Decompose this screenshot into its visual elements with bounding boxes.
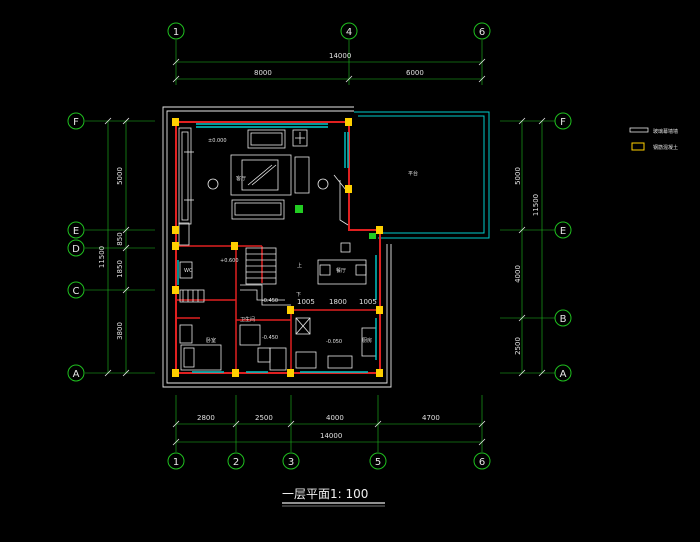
dim-bottom-3: 4000 bbox=[326, 414, 344, 422]
axis-bottom-6: 6 bbox=[479, 457, 485, 468]
dim-left-1: 5000 bbox=[116, 167, 124, 185]
inner-dim-2: 1800 bbox=[329, 298, 347, 306]
axis-top-6: 6 bbox=[479, 27, 485, 38]
level-corridor: -0.450 bbox=[262, 298, 278, 304]
dim-left-2: 850 bbox=[116, 232, 124, 245]
dim-right-1: 5000 bbox=[514, 167, 522, 185]
axis-right-F: F bbox=[560, 117, 566, 128]
level-stair-landing: +0.600 bbox=[220, 258, 239, 264]
dimension-ticks bbox=[104, 58, 546, 446]
stair-up-label: 上 bbox=[297, 262, 302, 269]
room-living: 客厅 bbox=[236, 175, 246, 182]
level-bath: -0.450 bbox=[262, 335, 278, 341]
inner-dim-3: 1005 bbox=[359, 298, 377, 306]
axis-left-D: D bbox=[72, 244, 80, 255]
outer-slab-edge bbox=[162, 106, 392, 388]
dim-top-total: 14000 bbox=[329, 52, 351, 60]
axis-grid-lines bbox=[85, 40, 555, 452]
room-bedroom: 卧室 bbox=[206, 337, 216, 344]
room-dining: 餐厅 bbox=[336, 267, 346, 274]
dim-bottom-total: 14000 bbox=[320, 432, 342, 440]
axis-bottom-3: 3 bbox=[288, 457, 294, 468]
level-living: ±0.000 bbox=[208, 138, 227, 144]
dim-right-total: 11500 bbox=[532, 194, 540, 216]
glass-windows bbox=[177, 123, 377, 373]
dim-right-2: 4000 bbox=[514, 265, 522, 283]
axis-left-C: C bbox=[73, 286, 80, 297]
fixture-lines bbox=[178, 127, 377, 371]
legend-label-glass: 玻璃幕墙墙 bbox=[653, 128, 678, 135]
interior-walls bbox=[176, 245, 380, 373]
axis-bottom-2: 2 bbox=[233, 457, 239, 468]
axis-left-F: F bbox=[73, 117, 79, 128]
terrace-outline bbox=[354, 111, 490, 239]
plant-marker bbox=[295, 205, 303, 213]
axis-top-4: 4 bbox=[346, 27, 352, 38]
door-marker bbox=[369, 233, 376, 239]
room-kitchen: 厨房 bbox=[362, 337, 372, 344]
axis-left-A: A bbox=[73, 369, 80, 380]
axis-top-1: 1 bbox=[173, 27, 179, 38]
room-terrace: 平台 bbox=[408, 170, 418, 177]
legend-concrete-swatch bbox=[631, 142, 645, 151]
level-kitchen: -0.050 bbox=[326, 339, 342, 345]
stair-down-label: 下 bbox=[296, 292, 301, 298]
room-wc: WC bbox=[184, 268, 193, 274]
dim-right-3: 2500 bbox=[514, 337, 522, 355]
dim-bottom-4: 4700 bbox=[422, 414, 440, 422]
axis-left-E: E bbox=[73, 226, 79, 237]
legend: 玻璃幕墙墙 钢筋混凝土 bbox=[629, 127, 678, 151]
legend-glass-swatch bbox=[629, 127, 649, 133]
dim-top-2: 6000 bbox=[406, 69, 424, 77]
axis-right-E: E bbox=[560, 226, 566, 237]
drawing-title: 一层平面1: 100 bbox=[282, 487, 368, 501]
dim-left-3: 1850 bbox=[116, 260, 124, 278]
dim-top-1: 8000 bbox=[254, 69, 272, 77]
inner-dim-1: 1005 bbox=[297, 298, 315, 306]
dim-bottom-2: 2500 bbox=[255, 414, 273, 422]
legend-label-concrete: 钢筋混凝土 bbox=[653, 144, 678, 151]
axis-bottom-1: 1 bbox=[173, 457, 179, 468]
axis-right-B: B bbox=[560, 314, 567, 325]
axis-bottom-5: 5 bbox=[375, 457, 381, 468]
columns bbox=[172, 118, 383, 377]
axis-bubbles bbox=[67, 22, 572, 470]
axis-right-A: A bbox=[560, 369, 567, 380]
dim-left-4: 3800 bbox=[116, 322, 124, 340]
dim-bottom-1: 2800 bbox=[197, 414, 215, 422]
dim-left-total: 11500 bbox=[98, 246, 106, 268]
room-bath: 卫生间 bbox=[240, 316, 255, 323]
